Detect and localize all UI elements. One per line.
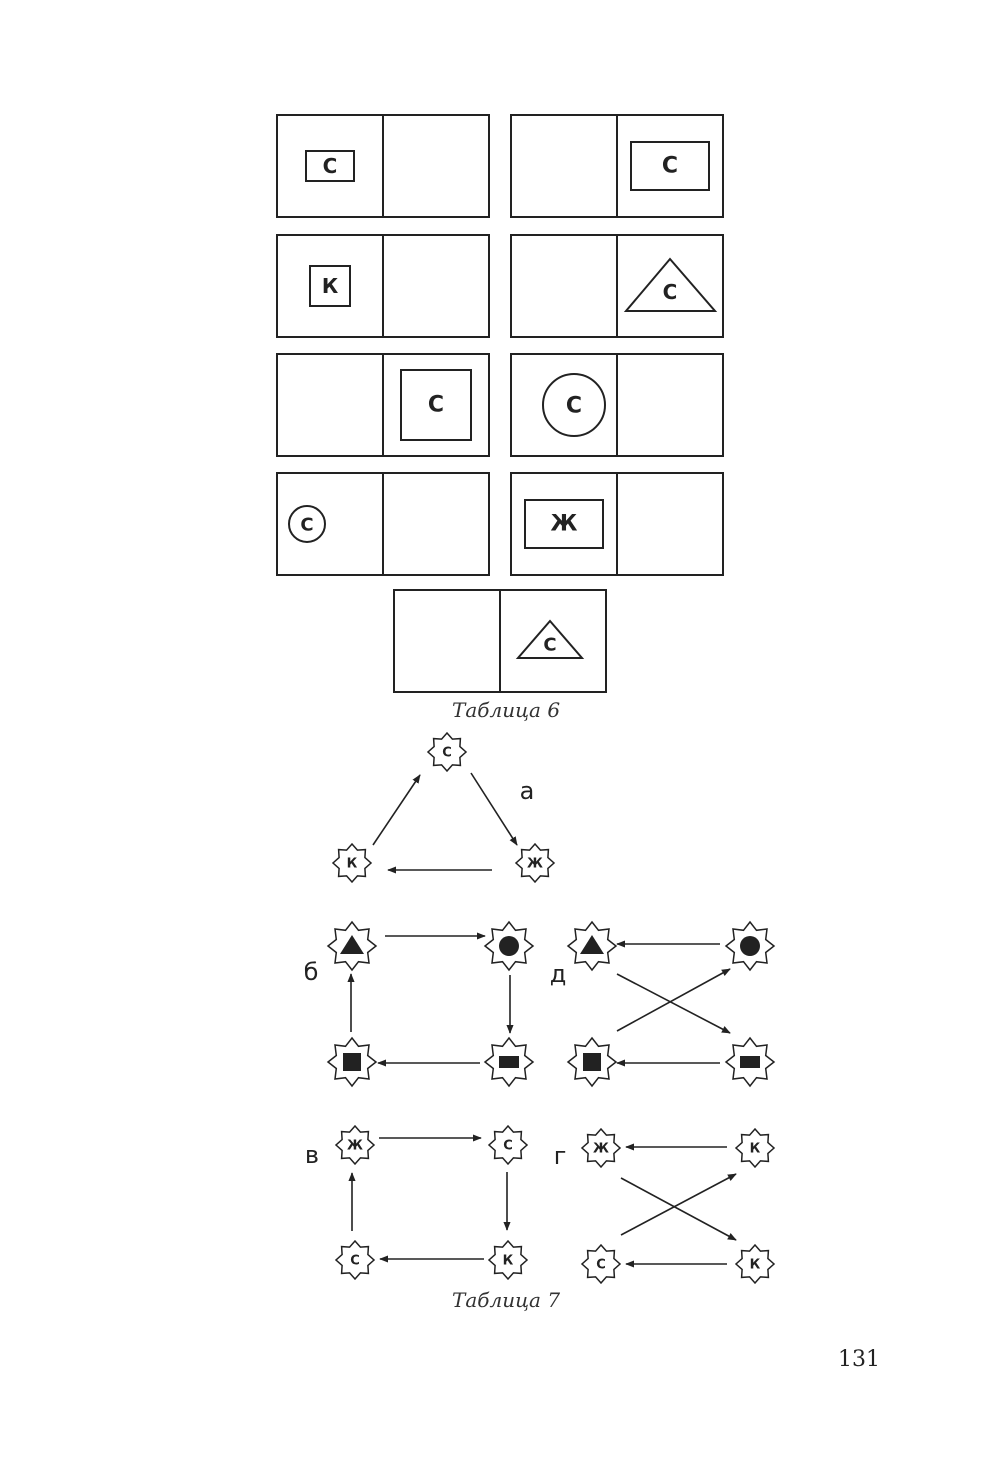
- diagram-label: б: [304, 958, 319, 986]
- shape-letter: С: [566, 394, 582, 419]
- shape-letter: С: [323, 154, 338, 178]
- card-5: С: [276, 353, 490, 457]
- card-9: С: [393, 589, 607, 693]
- shape-letter: С: [428, 393, 444, 418]
- page-number: 131: [838, 1347, 880, 1372]
- shape-letter: С: [300, 515, 313, 536]
- table-6-cards: С С К С С С С Ж С: [276, 114, 724, 693]
- shape-letter: С: [663, 280, 678, 304]
- diagram-g: Ж К С Кг: [554, 1127, 776, 1285]
- bar-icon: [740, 1056, 760, 1068]
- square-icon: [343, 1053, 361, 1071]
- arrow: [620, 1177, 737, 1241]
- node-letter: С: [442, 746, 452, 761]
- triangle-shape: [623, 257, 718, 312]
- node-letter: К: [347, 857, 358, 872]
- circle-icon: [740, 936, 760, 956]
- node-letter: Ж: [347, 1139, 363, 1154]
- diagram-d: д: [550, 920, 776, 1088]
- shape-letter: Ж: [551, 512, 578, 537]
- bar-icon: [499, 1056, 519, 1068]
- node-letter: Ж: [593, 1142, 609, 1157]
- square-shape: [400, 369, 472, 441]
- circle-icon: [499, 936, 519, 956]
- star-node: [580, 1127, 622, 1169]
- diagram-v: Ж С К Св: [305, 1124, 529, 1281]
- node-letter: К: [750, 1258, 761, 1273]
- diagram-label: а: [520, 777, 535, 805]
- arrow: [620, 1173, 737, 1236]
- star-node: [580, 1243, 622, 1285]
- triangle-shape: [515, 619, 585, 659]
- node-letter: С: [503, 1139, 513, 1154]
- square-icon: [583, 1053, 601, 1071]
- diagram-b: б: [304, 920, 535, 1088]
- shape-letter: К: [322, 274, 339, 298]
- diagram-a: С Ж Ка: [331, 731, 556, 884]
- star-node: [734, 1127, 776, 1169]
- triangle-icon: [340, 935, 364, 954]
- arrow: [616, 968, 731, 1032]
- star-node: [734, 1243, 776, 1285]
- card-6: С: [510, 353, 724, 457]
- rectangle-shape: [305, 150, 355, 182]
- star-node: [487, 1124, 529, 1166]
- triangle-icon: [580, 935, 604, 954]
- card-4: С: [510, 234, 724, 338]
- square-shape: [309, 265, 351, 307]
- node-letter: Ж: [527, 857, 543, 872]
- diagram-label: д: [550, 960, 567, 988]
- star-node: [334, 1124, 376, 1166]
- node-letter: К: [503, 1254, 514, 1269]
- table-6-caption: Таблица 6: [452, 698, 561, 722]
- star-node: [487, 1239, 529, 1281]
- diagram-label: в: [305, 1141, 319, 1169]
- star-node: [426, 731, 468, 773]
- node-letter: К: [750, 1142, 761, 1157]
- card-3: К: [276, 234, 490, 338]
- node-letter: С: [596, 1258, 606, 1273]
- card-1: С: [276, 114, 490, 218]
- arrow: [470, 772, 518, 846]
- rectangle-shape: [630, 141, 710, 191]
- table-7-caption: Таблица 7: [452, 1288, 561, 1312]
- rectangle-shape: [524, 499, 604, 549]
- node-letter: С: [350, 1254, 360, 1269]
- circle-shape: [542, 373, 606, 437]
- star-node: [331, 842, 373, 884]
- shape-letter: С: [662, 154, 678, 179]
- card-8: Ж: [510, 472, 724, 576]
- circle-shape: [288, 505, 326, 543]
- arrow: [372, 774, 421, 846]
- diagram-label: г: [554, 1142, 567, 1170]
- card-2: С: [510, 114, 724, 218]
- arrow: [616, 973, 731, 1034]
- shape-letter: С: [543, 635, 556, 656]
- star-node: [514, 842, 556, 884]
- star-node: [334, 1239, 376, 1281]
- card-7: С: [276, 472, 490, 576]
